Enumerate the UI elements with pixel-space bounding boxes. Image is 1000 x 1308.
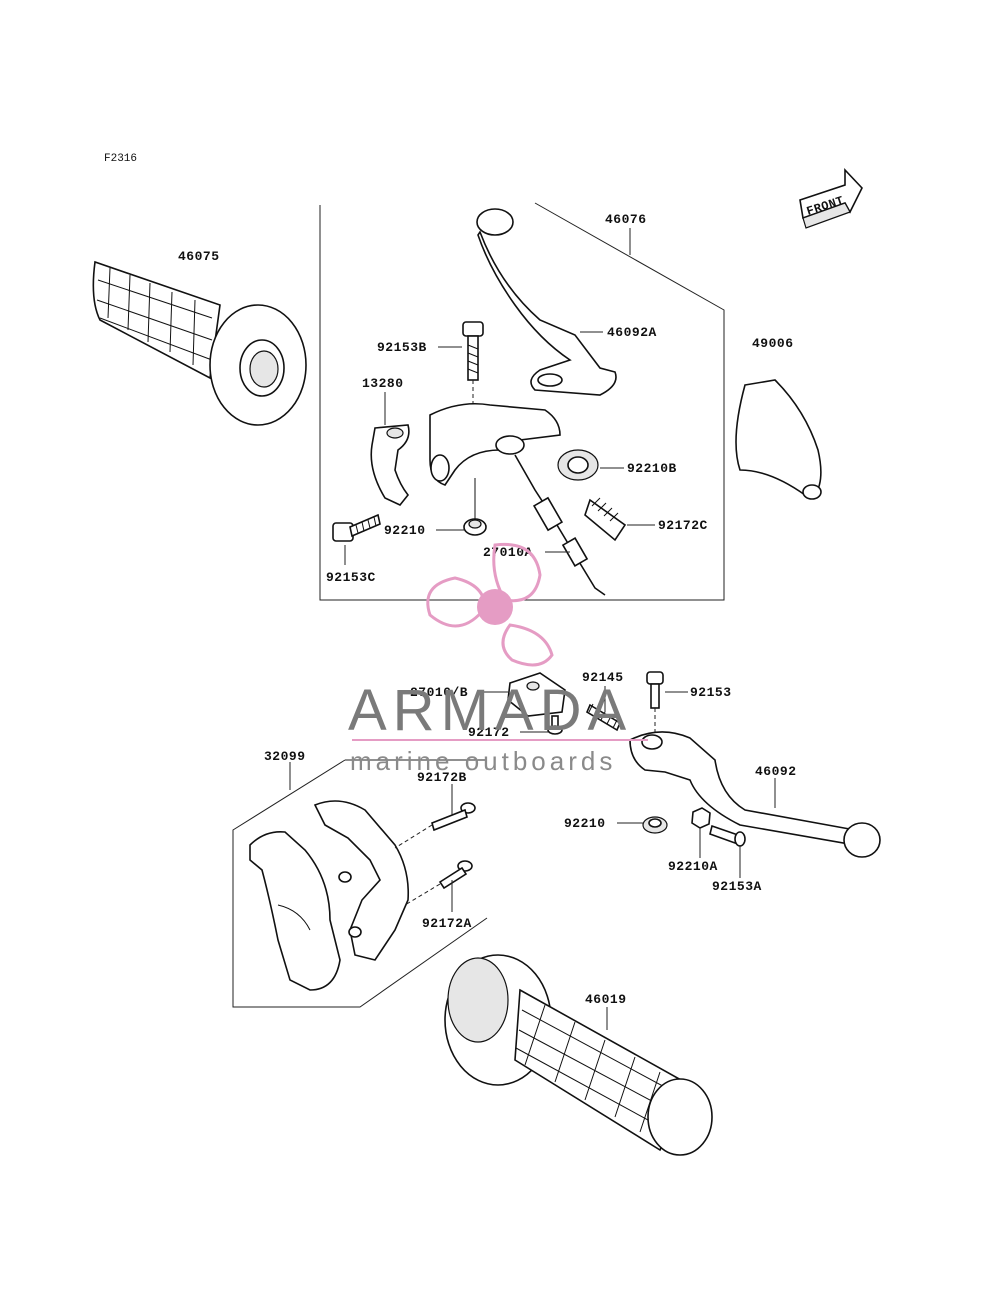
figure-id: F2316 <box>104 153 137 165</box>
switch-27010B <box>507 672 566 717</box>
grip-right-46019 <box>444 954 713 1156</box>
nut-92210A <box>691 807 711 829</box>
label-92153: 92153 <box>690 685 732 700</box>
label-27010B: 27010/B <box>410 685 468 700</box>
label-92153C: 92153C <box>326 570 376 585</box>
label-46019: 46019 <box>585 992 627 1007</box>
screw-92172C <box>584 497 627 542</box>
bolt-92153B <box>462 321 484 410</box>
bracket-13280 <box>370 424 410 506</box>
clutch-lever-assembly-box <box>319 202 725 601</box>
nut-92210-top <box>463 478 487 536</box>
label-13280: 13280 <box>362 376 404 391</box>
bolt-92153A <box>709 824 746 847</box>
label-27010A: 27010A <box>483 545 533 560</box>
part-labels: 46076 46075 46092A 49006 92153B 13280 92… <box>178 212 797 1007</box>
nut-92210-bottom <box>642 816 668 834</box>
throttle-housing-box-32099 <box>232 759 488 1008</box>
label-46092: 46092 <box>755 764 797 779</box>
label-92210-bottom: 92210 <box>564 816 606 831</box>
label-92172B: 92172B <box>417 770 467 785</box>
label-92172A: 92172A <box>422 916 472 931</box>
spring-92145 <box>585 703 622 732</box>
brake-lever-46092 <box>629 731 881 858</box>
label-92153B: 92153B <box>377 340 427 355</box>
grip-left-46075 <box>92 260 307 426</box>
label-32099: 32099 <box>264 749 306 764</box>
label-49006: 49006 <box>752 336 794 351</box>
clutch-lever-46092A <box>476 208 617 396</box>
label-92210B: 92210B <box>627 461 677 476</box>
housing-half-right <box>313 800 410 961</box>
leader-lines <box>289 228 776 1030</box>
bolt-92153 <box>646 671 664 735</box>
front-direction-badge: FRONT <box>799 167 863 229</box>
screw-92172 <box>547 715 563 735</box>
bolt-92153C <box>332 513 381 542</box>
propeller-logo <box>426 542 554 667</box>
cover-49006 <box>735 379 822 500</box>
screw-92172B <box>394 802 476 849</box>
adjuster-92210B <box>557 449 599 481</box>
label-92210A: 92210A <box>668 859 718 874</box>
watermark: ARMADA marine outboards <box>348 542 648 776</box>
label-46076: 46076 <box>605 212 647 227</box>
label-92210-top: 92210 <box>384 523 426 538</box>
watermark-brand: ARMADA <box>348 678 632 743</box>
lever-bracket-body <box>429 402 561 486</box>
label-92172: 92172 <box>468 725 510 740</box>
label-92172C: 92172C <box>658 518 708 533</box>
label-46075: 46075 <box>178 249 220 264</box>
cable-27010A <box>514 454 606 596</box>
housing-half-left <box>249 830 341 991</box>
label-46092A: 46092A <box>607 325 657 340</box>
label-92145: 92145 <box>582 670 624 685</box>
watermark-tagline: marine outboards <box>350 746 616 776</box>
screw-92172A <box>404 860 473 906</box>
label-92153A: 92153A <box>712 879 762 894</box>
